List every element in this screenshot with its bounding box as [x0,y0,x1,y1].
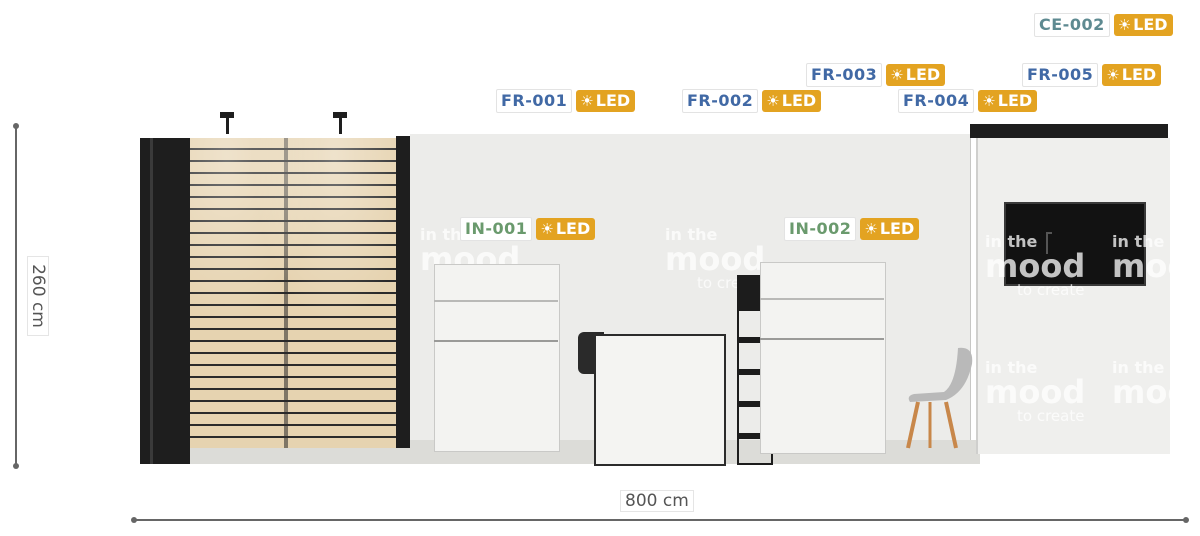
height-dimension-label: 260 cm [27,256,49,336]
right-counter-top-line [760,298,884,300]
label-fr-002: FR-002 ☀LED [682,89,822,113]
label-fr-001: FR-001 ☀LED [496,89,636,113]
left-counter-mid-line [434,340,558,342]
led-badge: ☀LED [762,90,822,112]
reception-desk [594,334,726,466]
sun-icon: ☀ [580,92,594,110]
label-code: FR-004 [898,89,975,113]
right-cabin-top-band [970,124,1168,138]
spotlight-left-arm [226,116,229,134]
left-counter [434,264,560,452]
tv-screen [1004,202,1146,286]
label-fr-003: FR-003 ☀LED [806,63,946,87]
right-counter-mid-line [760,338,884,340]
left-frame-column [140,138,190,464]
sun-icon: ☀ [1106,66,1120,84]
spotlight-right [333,112,347,118]
led-badge: ☀LED [576,90,636,112]
label-fr-005: FR-005 ☀LED [1022,63,1162,87]
sun-icon: ☀ [890,66,904,84]
label-ce-002: CE-002 ☀LED [1034,13,1173,37]
left-frame-edge [150,138,153,464]
width-dimension-label: 800 cm [620,490,694,512]
led-badge: ☀LED [886,64,946,86]
right-counter [760,262,886,454]
label-code: FR-001 [496,89,573,113]
label-fr-004: FR-004 ☀LED [898,89,1038,113]
sun-icon: ☀ [540,220,554,238]
label-code: FR-002 [682,89,759,113]
slat-wall-right-post [396,136,410,448]
chair-right [906,347,973,449]
led-badge: ☀LED [978,90,1038,112]
right-cabin [976,138,1170,454]
led-badge: ☀LED [1113,14,1173,36]
left-counter-top-line [434,300,558,302]
led-badge: ☀LED [1102,64,1162,86]
label-code: IN-002 [784,217,857,241]
label-in-001: IN-001 ☀LED [460,217,596,241]
sun-icon: ☀ [766,92,780,110]
led-badge: ☀LED [536,218,596,240]
label-code: FR-005 [1022,63,1099,87]
label-in-002: IN-002 ☀LED [784,217,920,241]
tv-cable [1046,232,1052,254]
spotlight-left [220,112,234,118]
spotlight-right-arm [339,116,342,134]
sun-icon: ☀ [1117,16,1132,34]
label-code: IN-001 [460,217,533,241]
label-code: FR-003 [806,63,883,87]
sun-icon: ☀ [864,220,878,238]
sun-icon: ☀ [982,92,996,110]
label-code: CE-002 [1034,13,1110,37]
led-badge: ☀LED [860,218,920,240]
wooden-slat-wall [190,138,396,448]
